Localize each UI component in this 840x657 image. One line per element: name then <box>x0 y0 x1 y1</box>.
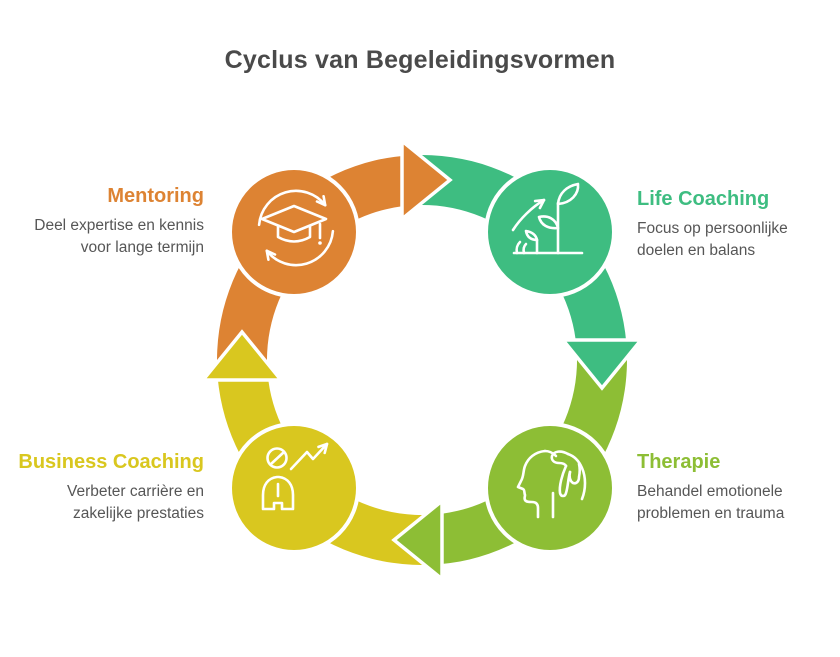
diagram-title: Cyclus van Begeleidingsvormen <box>224 46 616 74</box>
cycle-ring <box>217 155 627 565</box>
node-circle-therapie <box>484 422 616 554</box>
head-hand-icon <box>516 449 587 519</box>
cycle-arrows <box>199 137 645 583</box>
therapie-label: Therapie <box>637 451 721 473</box>
business-coaching-label: Business Coaching <box>18 451 204 473</box>
life-coaching-label: Life Coaching <box>637 188 770 210</box>
arrow-business-coaching-to-mentoring <box>199 329 285 382</box>
ring-segment-mentoring <box>217 155 417 371</box>
plant-growth-icon <box>511 182 584 255</box>
ring-segment-business-coaching <box>217 365 433 565</box>
mentoring-label: Mentoring <box>107 185 204 207</box>
ring-segment-therapie <box>427 349 627 565</box>
node-circle-business-coaching <box>228 422 360 554</box>
graduation-cap-cycle-icon <box>257 189 335 267</box>
ring-segment-life-coaching <box>411 155 627 355</box>
person-growth-arrow-icon <box>261 442 329 511</box>
arrow-mentoring-to-life-coaching <box>400 137 453 223</box>
node-circle-life-coaching <box>484 166 616 298</box>
arrow-life-coaching-to-therapie <box>559 338 645 391</box>
arrow-therapie-to-business-coaching <box>391 497 444 583</box>
